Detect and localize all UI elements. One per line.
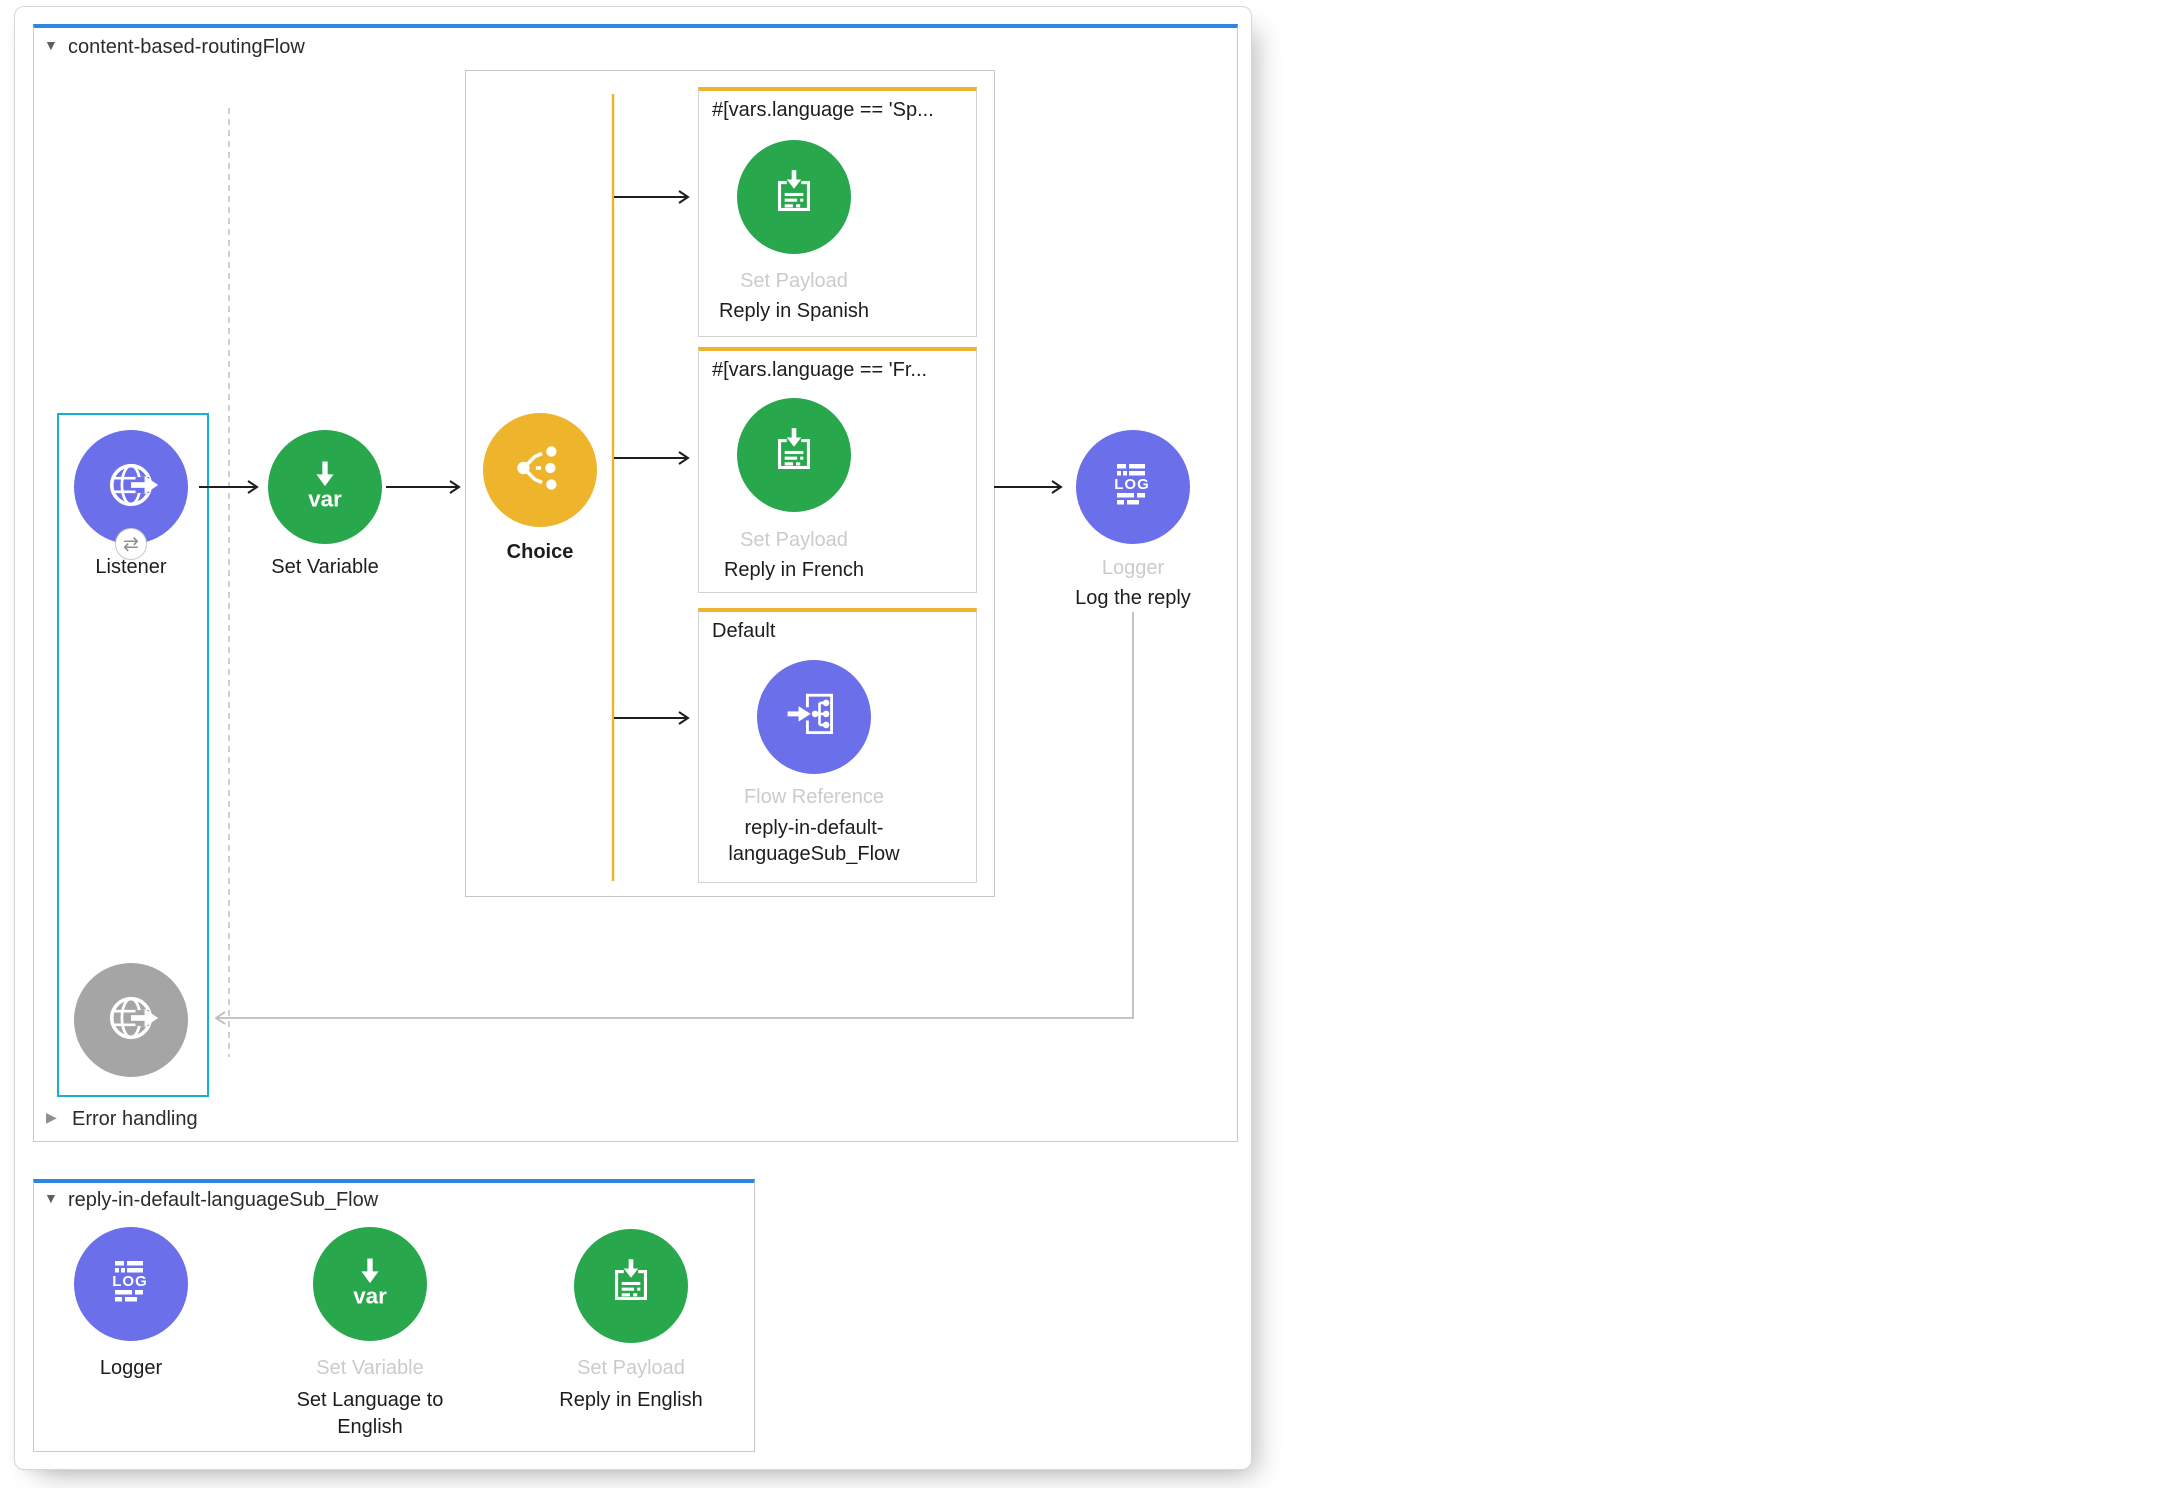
collapse-triangle-icon[interactable]: ▼	[44, 37, 58, 53]
set-payload-spanish-node[interactable]	[737, 140, 851, 254]
node-label: reply-in-default-languageSub_Flow	[728, 817, 900, 865]
globe-arrow-icon	[97, 984, 165, 1057]
flow-title-main: content-based-routingFlow	[68, 36, 305, 58]
var-down-arrow-icon: var	[293, 453, 357, 522]
log-lines-icon: LOG	[101, 1252, 161, 1317]
globe-arrow-icon	[97, 451, 165, 524]
branch-condition-expression: Default	[712, 620, 776, 642]
node-type-label: Set Payload	[740, 529, 848, 551]
node-label: Set Variable	[271, 556, 379, 578]
document-arrow-icon	[763, 164, 825, 231]
svg-text:var: var	[353, 1283, 387, 1308]
node-label: Logger	[99, 1357, 163, 1379]
branch-split-icon	[509, 437, 571, 504]
node-label: Reply in English	[559, 1389, 703, 1411]
subflow-set-variable-node[interactable]: var	[313, 1227, 427, 1341]
subflow-set-payload-node[interactable]	[574, 1229, 688, 1343]
listener-node[interactable]	[74, 430, 188, 544]
node-type-label: Set Payload	[577, 1357, 685, 1379]
set-variable-node[interactable]: var	[268, 430, 382, 544]
node-type-label: Set Variable	[316, 1357, 424, 1379]
svg-text:LOG: LOG	[112, 1273, 148, 1290]
choice-node[interactable]	[483, 413, 597, 527]
expand-triangle-icon[interactable]: ▶	[46, 1109, 57, 1125]
branch-condition-expression: #[vars.language == 'Sp...	[712, 99, 934, 121]
var-down-arrow-icon: var	[338, 1250, 402, 1319]
flow-reference-node[interactable]	[757, 660, 871, 774]
svg-text:LOG: LOG	[1114, 476, 1150, 493]
logger-node[interactable]: LOG	[1076, 430, 1190, 544]
node-label: Log the reply	[1075, 587, 1191, 609]
node-label: Listener	[95, 556, 167, 578]
arrow-into-flow-icon	[781, 682, 847, 753]
node-label: Set Language to English	[296, 1389, 444, 1438]
node-type-label: Logger	[1101, 557, 1165, 579]
subflow-logger-node[interactable]: LOG	[74, 1227, 188, 1341]
document-arrow-icon	[763, 422, 825, 489]
node-type-label: Flow Reference	[743, 786, 885, 808]
flow-title-subflow: reply-in-default-languageSub_Flow	[68, 1189, 379, 1211]
collapse-triangle-icon[interactable]: ▼	[44, 1190, 58, 1206]
branch-condition-expression: #[vars.language == 'Fr...	[712, 359, 928, 381]
listener-response-node[interactable]	[74, 963, 188, 1077]
node-label: Reply in Spanish	[718, 300, 870, 322]
node-label: Reply in French	[723, 559, 865, 581]
swap-arrows-icon: ⇄	[115, 528, 147, 560]
error-handling-label: Error handling	[72, 1108, 198, 1130]
node-label: Choice	[506, 541, 574, 563]
set-payload-french-node[interactable]	[737, 398, 851, 512]
node-type-label: Set Payload	[740, 270, 848, 292]
document-arrow-icon	[600, 1253, 662, 1320]
svg-text:var: var	[308, 486, 342, 511]
selection-outline	[57, 413, 209, 1097]
log-lines-icon: LOG	[1103, 455, 1163, 520]
